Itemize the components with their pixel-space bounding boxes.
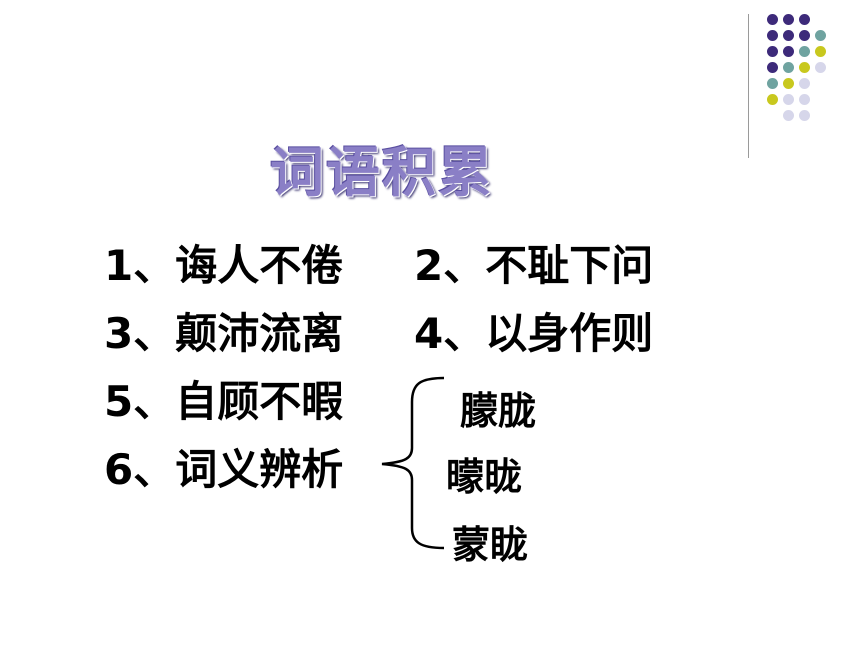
- word-menglong-2: 曚昽: [446, 455, 523, 499]
- item-6: 6、词义辨析: [104, 445, 344, 494]
- word-menglong-1: 朦胧: [460, 389, 537, 433]
- word-menglong-3: 蒙眬: [452, 523, 529, 567]
- decorative-dot-grid: [765, 12, 845, 142]
- decorative-dot: [783, 94, 794, 105]
- decorative-divider-line: [748, 14, 749, 158]
- decorative-dot: [767, 46, 778, 57]
- item-5: 5、自顾不暇: [104, 377, 344, 426]
- decorative-dot: [783, 110, 794, 121]
- decorative-dot: [783, 46, 794, 57]
- decorative-dot: [815, 46, 826, 57]
- item-1: 1、诲人不倦: [104, 241, 344, 290]
- decorative-dot: [799, 30, 810, 41]
- decorative-dot: [767, 78, 778, 89]
- slide-title: 词语积累: [270, 141, 494, 204]
- item-4: 4、以身作则: [414, 309, 654, 358]
- decorative-dot: [783, 14, 794, 25]
- item-3: 3、颠沛流离: [104, 309, 344, 358]
- decorative-dot: [767, 94, 778, 105]
- item-2: 2、不耻下问: [414, 241, 654, 290]
- decorative-dot: [799, 94, 810, 105]
- curly-brace: [381, 376, 445, 550]
- decorative-dot: [799, 14, 810, 25]
- decorative-dot: [767, 30, 778, 41]
- decorative-dot: [799, 62, 810, 73]
- decorative-dot: [783, 78, 794, 89]
- decorative-dot: [815, 30, 826, 41]
- decorative-dot: [815, 62, 826, 73]
- decorative-dot: [799, 46, 810, 57]
- decorative-dot: [783, 62, 794, 73]
- decorative-dot: [767, 62, 778, 73]
- decorative-dot: [799, 78, 810, 89]
- decorative-dot: [799, 110, 810, 121]
- decorative-dot: [767, 14, 778, 25]
- decorative-dot: [783, 30, 794, 41]
